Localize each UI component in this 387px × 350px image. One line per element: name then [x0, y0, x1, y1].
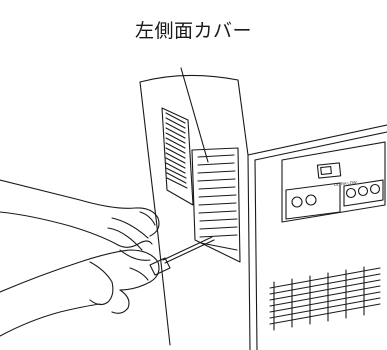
left-side-cover: [161, 107, 241, 263]
freezer-body: [139, 74, 387, 350]
left-side-cover-label: 左側面カバー: [134, 20, 252, 42]
control-panel-label: ULTRA LOW: [334, 180, 357, 187]
control-panel: [281, 141, 386, 223]
callout-leader-line: [180, 67, 209, 163]
screwdriver: [149, 236, 215, 276]
front-vent-grille: [269, 266, 381, 331]
left-hand: [0, 249, 160, 337]
right-hand: [0, 179, 160, 261]
